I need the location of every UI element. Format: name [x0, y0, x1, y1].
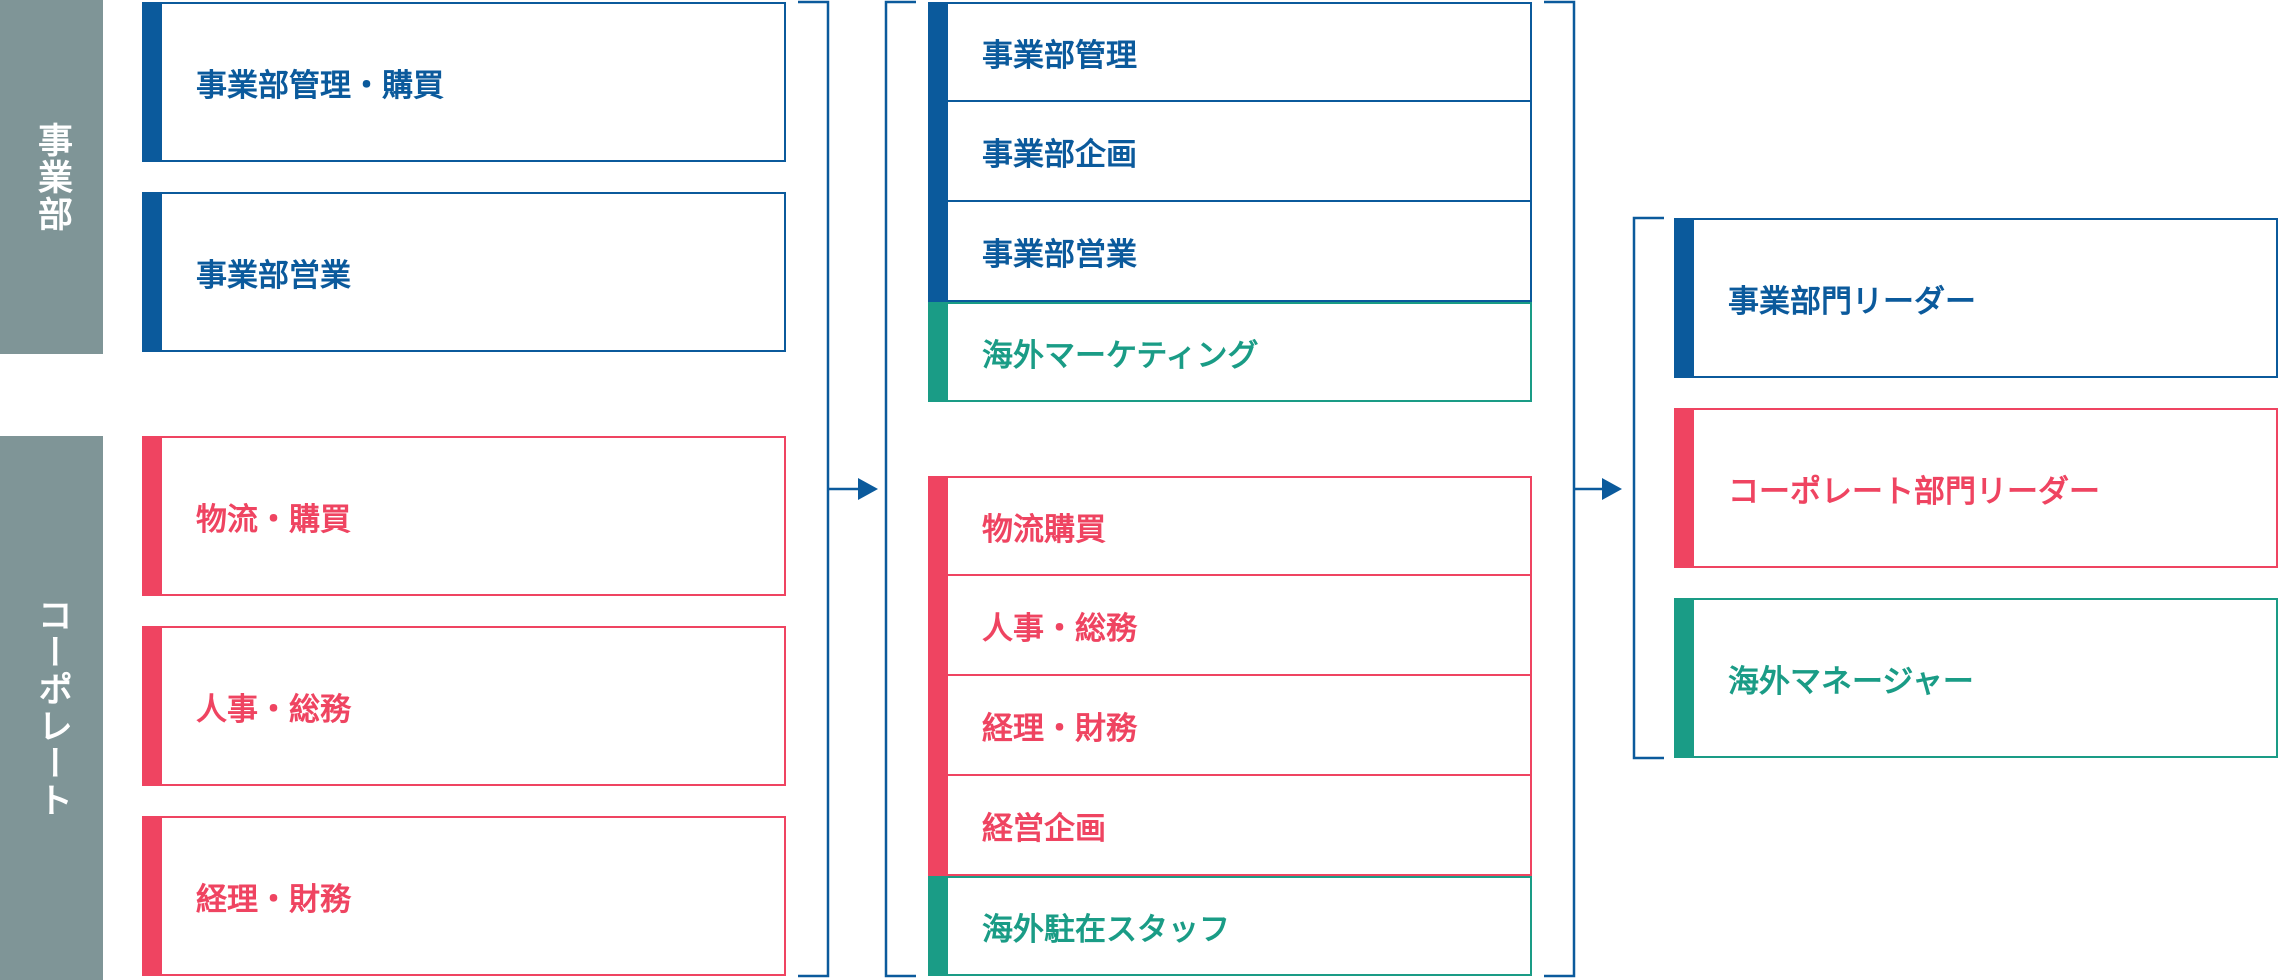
col3-item-0: 事業部門リーダー: [1674, 218, 2278, 378]
col1-item-4-bar: [142, 816, 162, 976]
col1-item-0: 事業部管理・購買: [142, 2, 786, 162]
col2-bottom-group: 物流購買 人事・総務 経理・財務 経営企画 海外駐在スタッフ: [928, 476, 1532, 976]
col2-top-item-3: 海外マーケティング: [928, 302, 1532, 402]
col1-item-1-bar: [142, 192, 162, 352]
col2-bottom-item-3-label: 経営企画: [982, 810, 1106, 847]
col2-top-item-1-label: 事業部企画: [982, 136, 1137, 173]
bracket-col3-left: [1632, 216, 1664, 760]
col2-top-item-1: 事業部企画: [928, 102, 1532, 202]
col2-top-item-0-bar: [928, 2, 948, 102]
col2-top-item-2-bar: [928, 202, 948, 302]
col2-bottom-item-4-label: 海外駐在スタッフ: [982, 911, 1230, 948]
col3-item-1-label: コーポレート部門リーダー: [1728, 473, 2100, 510]
col2-bottom-item-2-bar: [928, 676, 948, 776]
col1-item-0-label: 事業部管理・購買: [196, 67, 444, 104]
arrow-head-1: [858, 478, 878, 500]
col3-item-2-label: 海外マネージャー: [1728, 663, 1974, 700]
col1-item-2: 物流・購買: [142, 436, 786, 596]
bracket-col1-right: [798, 0, 830, 978]
col1-item-2-label: 物流・購買: [196, 501, 351, 538]
col2-bottom-item-0-bar: [928, 476, 948, 576]
col2-bottom-item-0: 物流購買: [928, 476, 1532, 576]
category-corporate-label: コーポレート: [32, 597, 72, 819]
col1-item-3-bar: [142, 626, 162, 786]
col1-item-0-bar: [142, 2, 162, 162]
col2-bottom-item-2-label: 経理・財務: [982, 710, 1137, 747]
col3-item-0-label: 事業部門リーダー: [1728, 283, 1976, 320]
col3-item-2: 海外マネージャー: [1674, 598, 2278, 758]
col1-item-1-label: 事業部営業: [196, 257, 351, 294]
col1-item-3: 人事・総務: [142, 626, 786, 786]
category-jigyobu-label: 事業部: [32, 121, 72, 233]
arrow-head-2: [1602, 478, 1622, 500]
col2-top-item-1-bar: [928, 102, 948, 202]
col2-bottom-item-1-bar: [928, 576, 948, 676]
col2-bottom-item-1-label: 人事・総務: [982, 610, 1137, 647]
col2-top-item-3-label: 海外マーケティング: [982, 337, 1259, 374]
col2-bottom-item-0-label: 物流購買: [982, 511, 1106, 548]
col3-item-0-bar: [1674, 218, 1694, 378]
col2-top-item-2: 事業部営業: [928, 202, 1532, 302]
col2-top-item-0-label: 事業部管理: [982, 37, 1137, 74]
bracket-col2-left: [884, 0, 916, 978]
col1-item-4: 経理・財務: [142, 816, 786, 976]
col2-bottom-item-4: 海外駐在スタッフ: [928, 876, 1532, 976]
col2-top-group: 事業部管理 事業部企画 事業部営業 海外マーケティング: [928, 2, 1532, 402]
col2-top-item-3-bar: [928, 302, 948, 402]
col2-top-item-2-label: 事業部営業: [982, 236, 1137, 273]
col1-item-3-label: 人事・総務: [196, 691, 351, 728]
category-corporate: コーポレート: [0, 436, 103, 980]
col2-bottom-item-2: 経理・財務: [928, 676, 1532, 776]
col3-item-2-bar: [1674, 598, 1694, 758]
col2-bottom-item-3: 経営企画: [928, 776, 1532, 876]
col1-item-2-bar: [142, 436, 162, 596]
bracket-col2-right: [1544, 0, 1576, 978]
col2-top-item-0: 事業部管理: [928, 2, 1532, 102]
col3-item-1: コーポレート部門リーダー: [1674, 408, 2278, 568]
col1-item-4-label: 経理・財務: [196, 881, 351, 918]
col2-bottom-item-1: 人事・総務: [928, 576, 1532, 676]
category-jigyobu: 事業部: [0, 0, 103, 354]
col2-bottom-item-4-bar: [928, 876, 948, 976]
col1-item-1: 事業部営業: [142, 192, 786, 352]
col2-bottom-item-3-bar: [928, 776, 948, 876]
col3-item-1-bar: [1674, 408, 1694, 568]
